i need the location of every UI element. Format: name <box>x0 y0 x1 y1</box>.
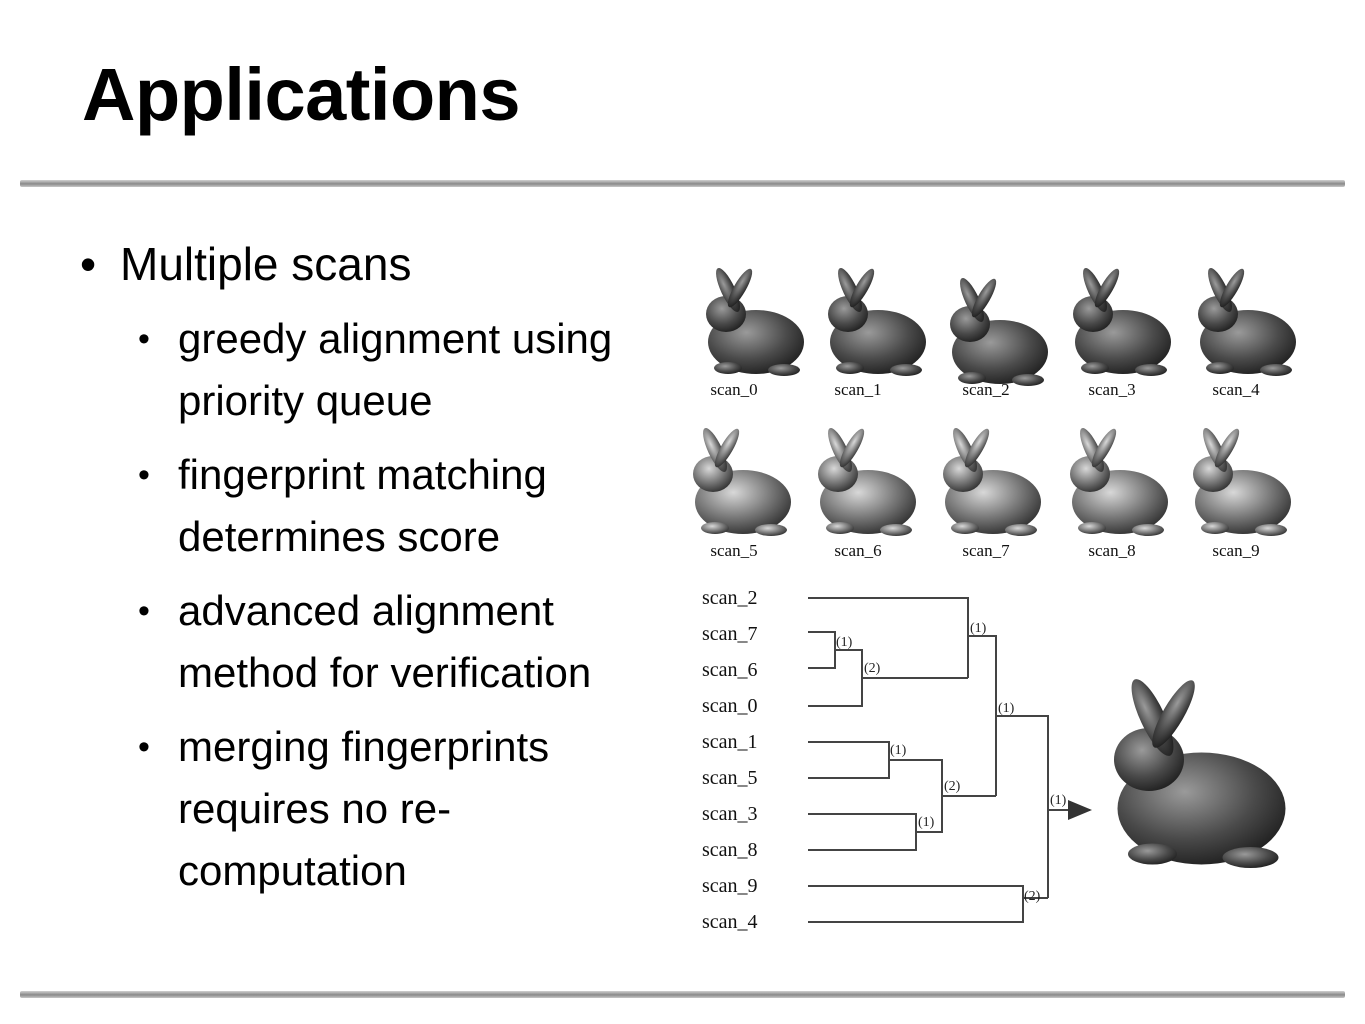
tree-label: scan_1 <box>702 731 758 753</box>
merge-tag: (2) <box>944 779 961 794</box>
tree-label: scan_2 <box>702 587 758 609</box>
tree-label: scan_9 <box>702 875 758 897</box>
tree-branch <box>968 635 997 796</box>
thumb-label: scan_5 <box>710 541 757 560</box>
slide-title: Applications <box>82 53 521 136</box>
tree-label: scan_5 <box>702 767 758 789</box>
bullet-multiple-scans: Multiple scans <box>80 238 660 290</box>
tree-label: scan_4 <box>702 911 758 933</box>
merge-tree <box>808 597 1092 923</box>
sub-bullet-fingerprint-matching: fingerprint matching determines score <box>138 444 660 568</box>
thumb-label: scan_9 <box>1212 541 1259 560</box>
bunny-scan-8-image <box>1070 425 1168 536</box>
thumb-label: scan_3 <box>1088 380 1135 399</box>
tree-branch <box>808 813 917 851</box>
tree-branch <box>808 631 836 669</box>
tree-branch <box>808 741 890 779</box>
bunny-scan-3-image <box>1073 265 1171 376</box>
sub-bullet-advanced-alignment: advanced alignment method for verificati… <box>138 580 660 704</box>
thumb-label: scan_7 <box>962 541 1010 560</box>
bunny-thumbnails <box>693 265 1296 536</box>
tree-label: scan_6 <box>702 659 758 681</box>
bunny-scan-4-image <box>1198 265 1296 376</box>
merge-tag: (1) <box>890 743 907 758</box>
tree-branch <box>808 597 969 678</box>
tree-label: scan_0 <box>702 695 758 717</box>
tree-branch <box>996 715 1049 898</box>
thumb-label: scan_2 <box>962 380 1009 399</box>
merge-tag: (1) <box>998 701 1015 716</box>
merge-tag: (1) <box>918 815 935 830</box>
merge-tag: (2) <box>864 661 881 676</box>
bunny-scan-2-image <box>950 275 1048 386</box>
merge-tag: (2) <box>1024 889 1041 904</box>
merge-tag: (1) <box>970 621 987 636</box>
thumb-label: scan_6 <box>834 541 881 560</box>
tree-branch <box>808 885 1024 923</box>
merged-bunny-image <box>1114 674 1286 868</box>
bunny-scan-7-image <box>943 425 1041 536</box>
bunny-scan-1-image <box>828 265 926 376</box>
sub-bullet-merging-fingerprints: merging fingerprints requires no re-comp… <box>138 716 660 902</box>
thumb-label: scan_8 <box>1088 541 1135 560</box>
bunny-scan-5-image <box>693 425 791 536</box>
merge-tag: (1) <box>1050 793 1067 808</box>
thumb-label: scan_1 <box>834 380 881 399</box>
bunny-scan-6-image <box>818 425 916 536</box>
sub-bullet-greedy-alignment: greedy alignment using priority queue <box>138 308 660 432</box>
bullet-list: Multiple scans greedy alignment using pr… <box>80 238 660 914</box>
tree-label: scan_7 <box>702 623 758 645</box>
bunny-scan-0-image <box>706 265 804 376</box>
merge-tag: (1) <box>836 635 853 650</box>
tree-label: scan_3 <box>702 803 758 825</box>
thumb-label: scan_4 <box>1212 380 1260 399</box>
top-divider <box>20 180 1345 187</box>
bunny-scan-9-image <box>1193 425 1291 536</box>
tree-label: scan_8 <box>702 839 758 861</box>
bottom-divider <box>20 991 1345 998</box>
thumb-label: scan_0 <box>710 380 757 399</box>
